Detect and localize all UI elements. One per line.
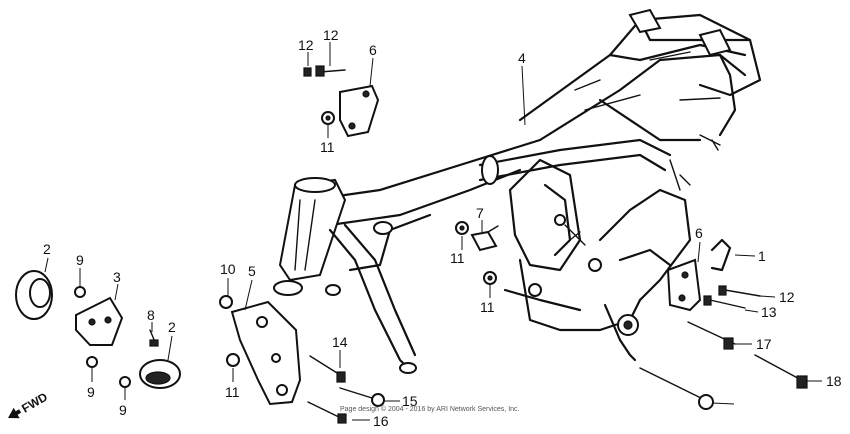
callout-10: 10 [220,261,236,277]
main-frame[interactable] [273,8,762,374]
callout-9-mid: 9 [87,384,95,400]
bolt-17[interactable] [754,354,808,389]
nut-9-top[interactable] [74,286,86,298]
callout-17: 18 [826,373,842,389]
callout-5: 5 [248,263,256,279]
callout-12-top-b: 12 [298,37,314,53]
nut-11-left[interactable] [226,353,240,367]
callout-7: 7 [476,205,484,221]
callout-13: 14 [332,334,348,350]
bolt-18[interactable] [639,367,714,410]
callout-2-right: 2 [168,319,176,335]
callout-4: 4 [518,50,526,66]
callout-14: 15 [402,393,418,409]
bolt-12-upper-b[interactable] [303,67,312,77]
callout-16: 17 [756,336,772,352]
bolt-12-upper[interactable] [315,65,346,77]
callout-3: 3 [113,269,121,285]
nut-11-mid-a[interactable] [455,221,469,235]
clip-1[interactable] [710,238,732,272]
nut-9-bottom[interactable] [119,376,131,388]
nut-9-mid[interactable] [86,356,98,368]
screw-8[interactable] [149,329,159,347]
bolt-16[interactable] [687,321,736,350]
callout-11-mid-a: 11 [450,250,465,266]
bolt-12-right-a[interactable] [718,285,761,297]
callout-15: 16 [373,413,389,429]
callout-2-left: 2 [43,241,51,257]
callout-6-bottom: 6 [695,225,703,241]
callout-12-right-a: 12 [779,289,795,305]
callout-11-left: 11 [225,384,240,400]
bracket-3[interactable] [75,296,124,346]
fwd-label: FWD [19,390,50,416]
callout-1: 1 [758,248,766,264]
callout-11-top: 11 [320,139,335,155]
callout-12-right-b: 13 [761,304,777,320]
callout-6-top: 6 [369,42,377,58]
bolt-15[interactable] [307,401,347,424]
callout-labels: 12 12 6 11 4 7 11 11 1 6 12 13 17 18 2 9… [43,27,842,429]
cover-2-left[interactable] [15,270,53,320]
leader-lines [44,42,822,421]
bolt-12-right-b[interactable] [703,295,746,309]
nut-11-mid-b[interactable] [483,271,497,285]
callout-12-top-a: 12 [323,27,339,43]
callout-11-mid-b: 11 [480,299,495,315]
callout-8: 8 [147,307,155,323]
bracket-6-lower[interactable] [666,258,702,312]
cover-2-right[interactable] [139,359,181,389]
callout-9-top: 9 [76,252,84,268]
nut-11-upper[interactable] [321,111,335,125]
nut-10[interactable] [219,295,233,309]
fwd-arrow: FWD [8,390,50,419]
callout-9-bottom: 9 [119,402,127,418]
plate-5[interactable] [230,300,302,406]
bracket-6-upper[interactable] [339,84,380,138]
bolt-13[interactable] [309,355,346,383]
bracket-7[interactable] [470,225,499,252]
copyright-text: Page design © 2004 - 2016 by ARI Network… [340,405,520,413]
bolt-14[interactable] [339,387,385,407]
